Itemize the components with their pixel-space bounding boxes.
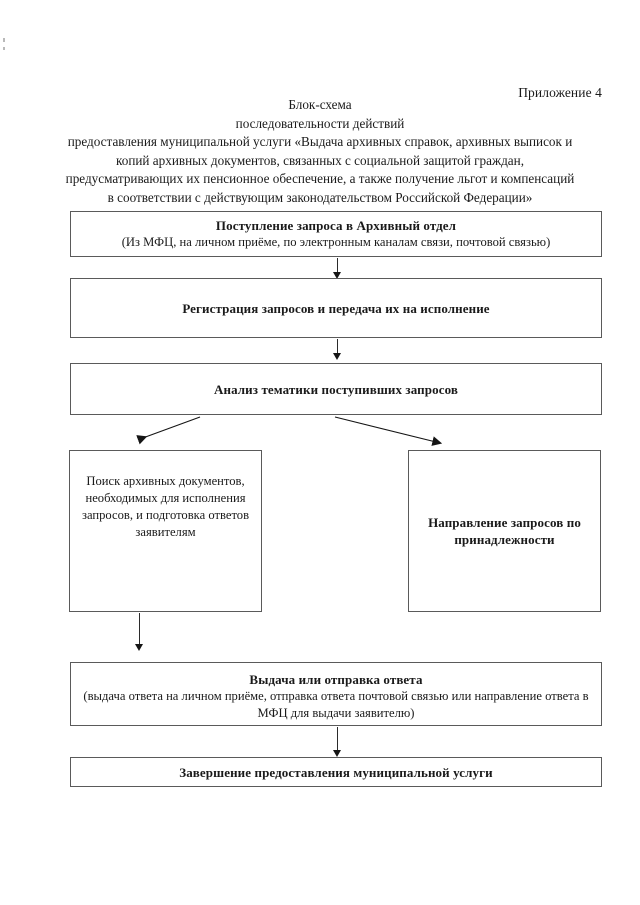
connector-issue-to-completion [337,727,338,752]
title-line-3: предоставления муниципальной услуги «Выд… [67,134,573,150]
appendix-label: Приложение 4 [518,85,602,100]
flow-node-completion: Завершение предоставления муниципальной … [70,757,602,787]
flow-node-intake-heading: Поступление запроса в Архивный отдел [215,218,457,233]
title-line-2: последовательности действий [235,115,405,131]
connector-intake-to-register [337,258,338,275]
title-line-5: предусматривающих их пенсионное обеспече… [65,171,575,187]
flow-node-search-detail: Поиск архивных документов, необходимых д… [81,474,250,539]
flow-node-analysis: Анализ тематики поступивших запросов [70,363,602,415]
title-line-1: Блок-схема [288,97,352,112]
flow-node-register-heading: Регистрация запросов и передача их на ис… [182,300,490,316]
flow-node-issue: Выдача или отправка ответа (выдача ответ… [70,662,602,726]
connector-register-to-analysis [337,339,338,356]
arrowhead-search-to-issue [135,644,143,651]
document-title: Блок-схема последовательности действий п… [56,96,584,208]
title-line-6: в соответствии с действующим законодател… [107,189,533,205]
arrowhead-issue-to-completion [333,750,341,757]
flow-node-analysis-heading: Анализ тематики поступивших запросов [214,381,458,397]
connector-search-to-issue [139,613,140,647]
flow-node-search: Поиск архивных документов, необходимых д… [69,450,262,612]
flow-node-intake: Поступление запроса в Архивный отдел (Из… [70,211,602,257]
flow-node-register: Регистрация запросов и передача их на ис… [70,278,602,338]
arrow-analysis-to-forward [334,416,443,446]
arrowhead-intake-to-register [333,272,341,279]
flow-node-forward: Направление запросов по принадлежности [408,450,601,612]
title-line-4: копий архивных документов, связанных с с… [115,152,524,168]
connector-branch-arrows [136,416,443,446]
arrowhead-register-to-analysis [333,353,341,360]
flow-node-completion-heading: Завершение предоставления муниципальной … [179,764,493,780]
scan-artifact [3,47,5,50]
arrow-analysis-to-search [136,416,201,445]
flow-node-forward-heading: Направление запросов по принадлежности [428,515,581,547]
flow-node-intake-detail: (Из МФЦ, на личном приёме, по электронны… [121,235,551,249]
flow-node-issue-heading: Выдача или отправка ответа [249,672,423,687]
flow-node-issue-detail: (выдача ответа на личном приёме, отправк… [83,689,589,720]
scan-artifact [3,38,5,42]
